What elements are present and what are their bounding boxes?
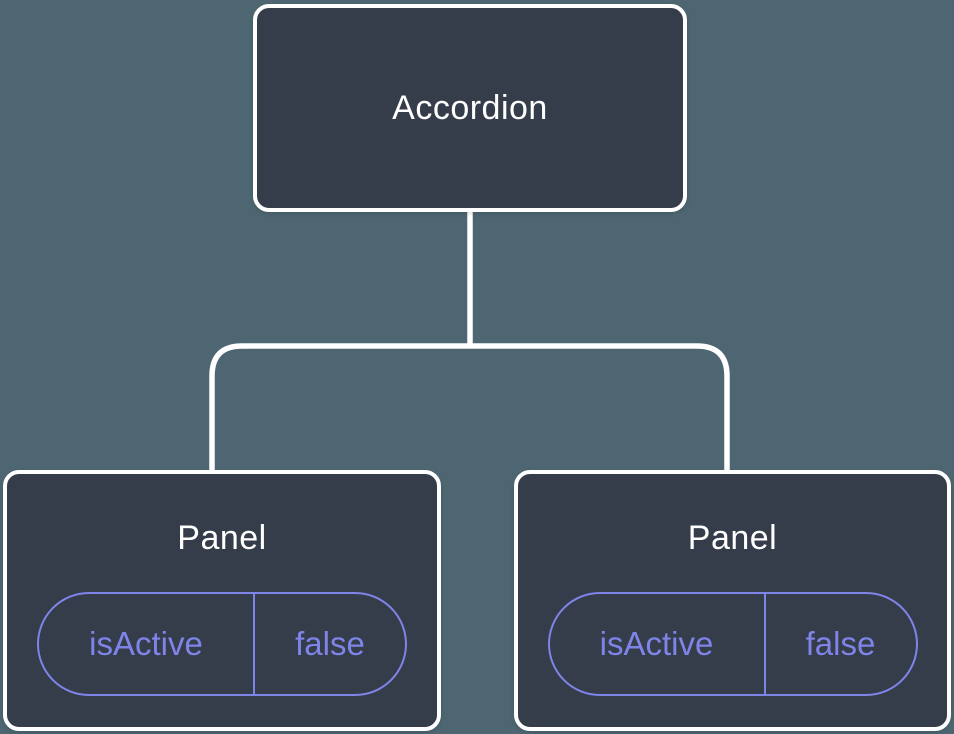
connector-branch-bracket xyxy=(209,343,730,472)
panel-right-state-pill: isActive false xyxy=(547,591,918,696)
state-value-label: false xyxy=(295,624,365,662)
tree-node-panel-right: Panel isActive false xyxy=(514,470,951,731)
panel-left-state-pill: isActive false xyxy=(37,591,407,696)
tree-node-panel-left: Panel isActive false xyxy=(3,470,441,731)
panel-right-label: Panel xyxy=(687,519,778,557)
panel-left-label: Panel xyxy=(177,519,267,557)
state-key-label: isActive xyxy=(39,593,255,694)
state-key-label: isActive xyxy=(550,593,766,694)
accordion-node-label: Accordion xyxy=(392,88,548,127)
tree-node-accordion: Accordion xyxy=(253,4,687,212)
state-value-label: false xyxy=(805,624,876,662)
